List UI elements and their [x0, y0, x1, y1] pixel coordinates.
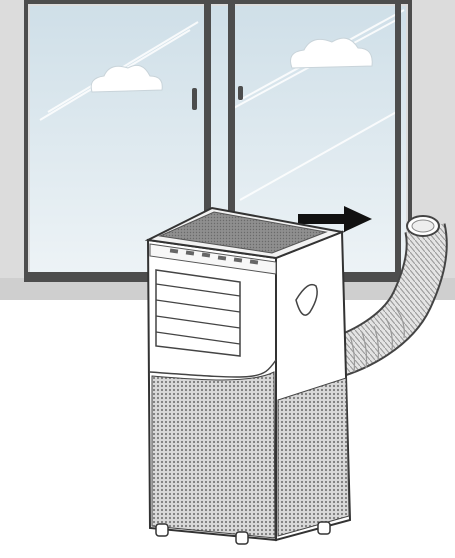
air-conditioner-icon	[148, 208, 350, 544]
air-outlet-louvers	[156, 270, 240, 356]
